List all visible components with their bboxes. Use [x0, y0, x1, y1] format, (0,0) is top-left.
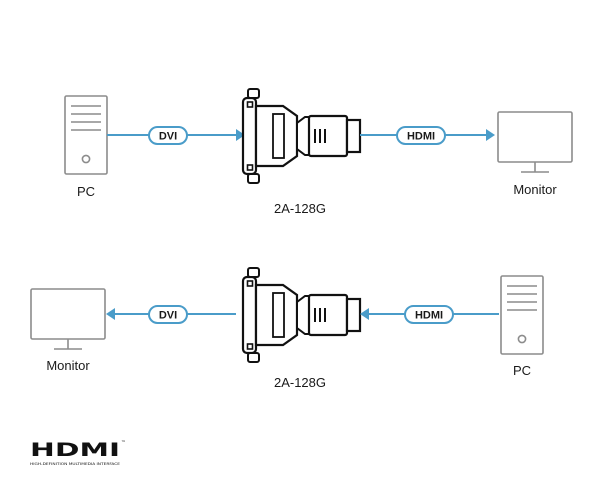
arrow-left-icon [360, 308, 369, 320]
row-2-dvi-label: DVI [159, 310, 177, 322]
monitor-icon [30, 288, 106, 350]
dvi-pill [148, 305, 188, 324]
hdmi-logo: HDMI ™ HIGH-DEFINITION MULTIMEDIA INTERF… [30, 439, 126, 466]
hdmi-pill [396, 126, 446, 145]
row-1-adapter-label: 2A-128G [274, 201, 326, 216]
hdmi-pill [404, 305, 454, 324]
dvi-hdmi-adapter-icon [241, 266, 362, 364]
pc-tower-icon [64, 95, 108, 175]
row-1-left-device-label: PC [77, 184, 95, 199]
row-2-adapter-label: 2A-128G [274, 375, 326, 390]
dvi-hdmi-adapter-icon [241, 87, 362, 185]
row-2: Monitor DVI 2A-128G HDMI PC [30, 266, 544, 390]
pc-tower-icon [500, 275, 544, 355]
row-2-hdmi-label: HDMI [415, 310, 443, 322]
hdmi-logo-tagline: HIGH-DEFINITION MULTIMEDIA INTERFACE [30, 462, 121, 466]
row-1-hdmi-label: HDMI [407, 131, 435, 143]
row-1-dvi-label: DVI [159, 131, 177, 143]
monitor-icon [497, 111, 573, 173]
row-2-right-device-label: PC [513, 363, 531, 378]
row-1: PC DVI 2A-128G HDMI Monitor [64, 87, 573, 216]
row-2-left-device-label: Monitor [46, 358, 90, 373]
arrow-right-icon [236, 129, 245, 141]
row-1-right-device-label: Monitor [513, 182, 557, 197]
hdmi-logo-trademark: ™ [121, 440, 126, 446]
hdmi-logo-wordmark: HDMI [30, 439, 120, 461]
arrow-right-icon [486, 129, 495, 141]
dvi-pill [148, 126, 188, 145]
arrow-left-icon [106, 308, 115, 320]
